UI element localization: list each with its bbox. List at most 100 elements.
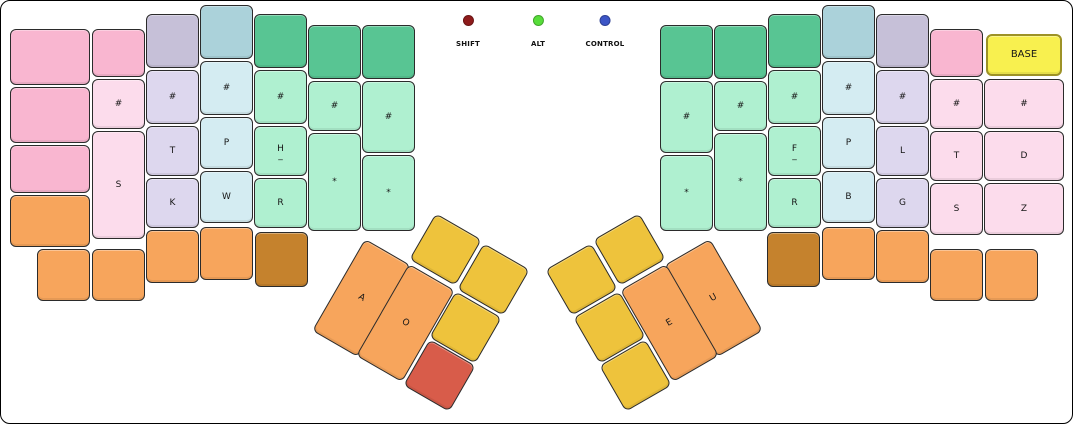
key-label: P — [845, 138, 852, 148]
key-l-f1[interactable] — [308, 25, 361, 79]
key-l-c2[interactable]: # — [146, 70, 199, 124]
key-l-b2[interactable]: # — [92, 79, 145, 129]
key-r-bottom-2[interactable] — [930, 249, 983, 301]
key-l-f2[interactable]: # — [308, 81, 361, 131]
key-l-f3[interactable]: * — [308, 133, 361, 231]
key-l-d2[interactable]: # — [200, 61, 253, 115]
key-l-b1[interactable] — [92, 29, 145, 77]
key-r-f1[interactable] — [714, 25, 767, 79]
key-l-c4[interactable]: K — [146, 178, 199, 228]
key-label: D — [1020, 151, 1028, 161]
key-label: # — [736, 101, 745, 111]
key-label: S — [953, 204, 960, 214]
key-l-d4[interactable]: W — [200, 171, 253, 223]
key-l-d3[interactable]: P — [200, 117, 253, 169]
key-label: T — [953, 151, 960, 161]
key-label: A — [356, 292, 367, 304]
key-label: U — [708, 292, 719, 304]
key-l-bottom-4[interactable] — [200, 227, 253, 280]
key-label: G — [899, 198, 906, 208]
key-l-e3[interactable]: H_ — [254, 126, 307, 176]
key-l-c1[interactable] — [146, 14, 199, 68]
key-l-bottom-2[interactable] — [92, 249, 145, 301]
key-label: W — [222, 192, 231, 202]
key-r-f2[interactable]: # — [714, 81, 767, 131]
key-r-base[interactable]: BASE — [986, 34, 1062, 76]
key-label: # — [952, 99, 961, 109]
key-r-c1[interactable] — [876, 14, 929, 68]
key-r-bottom-3[interactable] — [876, 230, 929, 283]
key-label: * — [684, 188, 689, 198]
key-label: # — [168, 92, 177, 102]
key-l-c3[interactable]: T — [146, 126, 199, 176]
key-r-c3[interactable]: L — [876, 126, 929, 176]
control-indicator-label: CONTROL — [585, 40, 625, 48]
key-r-d4[interactable]: B — [822, 171, 875, 223]
key-l-e2[interactable]: # — [254, 70, 307, 124]
key-l-a4[interactable] — [10, 195, 90, 247]
key-label: S — [115, 180, 122, 190]
key-r-e1[interactable] — [768, 14, 821, 68]
key-l-g1[interactable] — [362, 25, 415, 79]
key-r-g2[interactable]: # — [660, 81, 713, 153]
key-label: Z — [1020, 204, 1028, 214]
shift-indicator-dot — [462, 15, 474, 26]
key-l-g3[interactable]: * — [362, 155, 415, 231]
control-indicator-dot — [599, 15, 611, 26]
key-l-d1[interactable] — [200, 5, 253, 59]
key-label: T — [169, 146, 176, 156]
key-r-g3[interactable]: * — [660, 155, 713, 231]
key-label: R — [791, 198, 798, 208]
key-l-bottom-3[interactable] — [146, 230, 199, 283]
key-r-f3[interactable]: * — [714, 133, 767, 231]
key-label: K — [169, 198, 176, 208]
key-r-a3[interactable]: D — [984, 131, 1064, 181]
key-r-e3[interactable]: F_ — [768, 126, 821, 176]
key-r-bottom-1[interactable] — [985, 249, 1038, 301]
key-r-b3[interactable]: T — [930, 131, 983, 181]
key-l-a2[interactable] — [10, 87, 90, 143]
alt-indicator-dot — [532, 15, 544, 26]
key-label: # — [114, 99, 123, 109]
key-r-c2[interactable]: # — [876, 70, 929, 124]
key-label: BASE — [1010, 49, 1038, 60]
key-l-a1[interactable] — [10, 29, 90, 85]
key-r-c4[interactable]: G — [876, 178, 929, 228]
key-r-a2[interactable]: # — [984, 79, 1064, 129]
shift-indicator-label: SHIFT — [455, 40, 481, 48]
shift-indicator: SHIFT — [456, 15, 480, 48]
key-l-e1[interactable] — [254, 14, 307, 68]
key-label: F — [791, 144, 798, 154]
key-sublabel: _ — [278, 151, 283, 161]
key-label: B — [845, 192, 852, 202]
control-indicator: CONTROL — [586, 15, 625, 48]
key-r-e4[interactable]: R — [768, 178, 821, 228]
key-r-bottom-5[interactable] — [767, 232, 820, 287]
key-l-bottom-1[interactable] — [37, 249, 90, 301]
key-r-bottom-4[interactable] — [822, 227, 875, 280]
key-r-d2[interactable]: # — [822, 61, 875, 115]
key-label: H — [277, 144, 284, 154]
key-l-b3[interactable]: S — [92, 131, 145, 239]
key-r-a4[interactable]: Z — [984, 183, 1064, 235]
key-label: # — [844, 83, 853, 93]
key-label: # — [222, 83, 231, 93]
key-l-bottom-5[interactable] — [255, 232, 308, 287]
key-r-b2[interactable]: # — [930, 79, 983, 129]
key-l-g2[interactable]: # — [362, 81, 415, 153]
key-label: * — [738, 177, 743, 187]
key-l-e4[interactable]: R — [254, 178, 307, 228]
key-l-a3[interactable] — [10, 145, 90, 193]
key-r-b1[interactable] — [930, 29, 983, 77]
key-r-d1[interactable] — [822, 5, 875, 59]
key-r-e2[interactable]: # — [768, 70, 821, 124]
key-label: L — [899, 146, 905, 156]
key-r-d3[interactable]: P — [822, 117, 875, 169]
key-label: # — [330, 101, 339, 111]
key-sublabel: _ — [792, 151, 797, 161]
key-label: * — [332, 177, 337, 187]
key-r-b4[interactable]: S — [930, 183, 983, 235]
key-r-g1[interactable] — [660, 25, 713, 79]
